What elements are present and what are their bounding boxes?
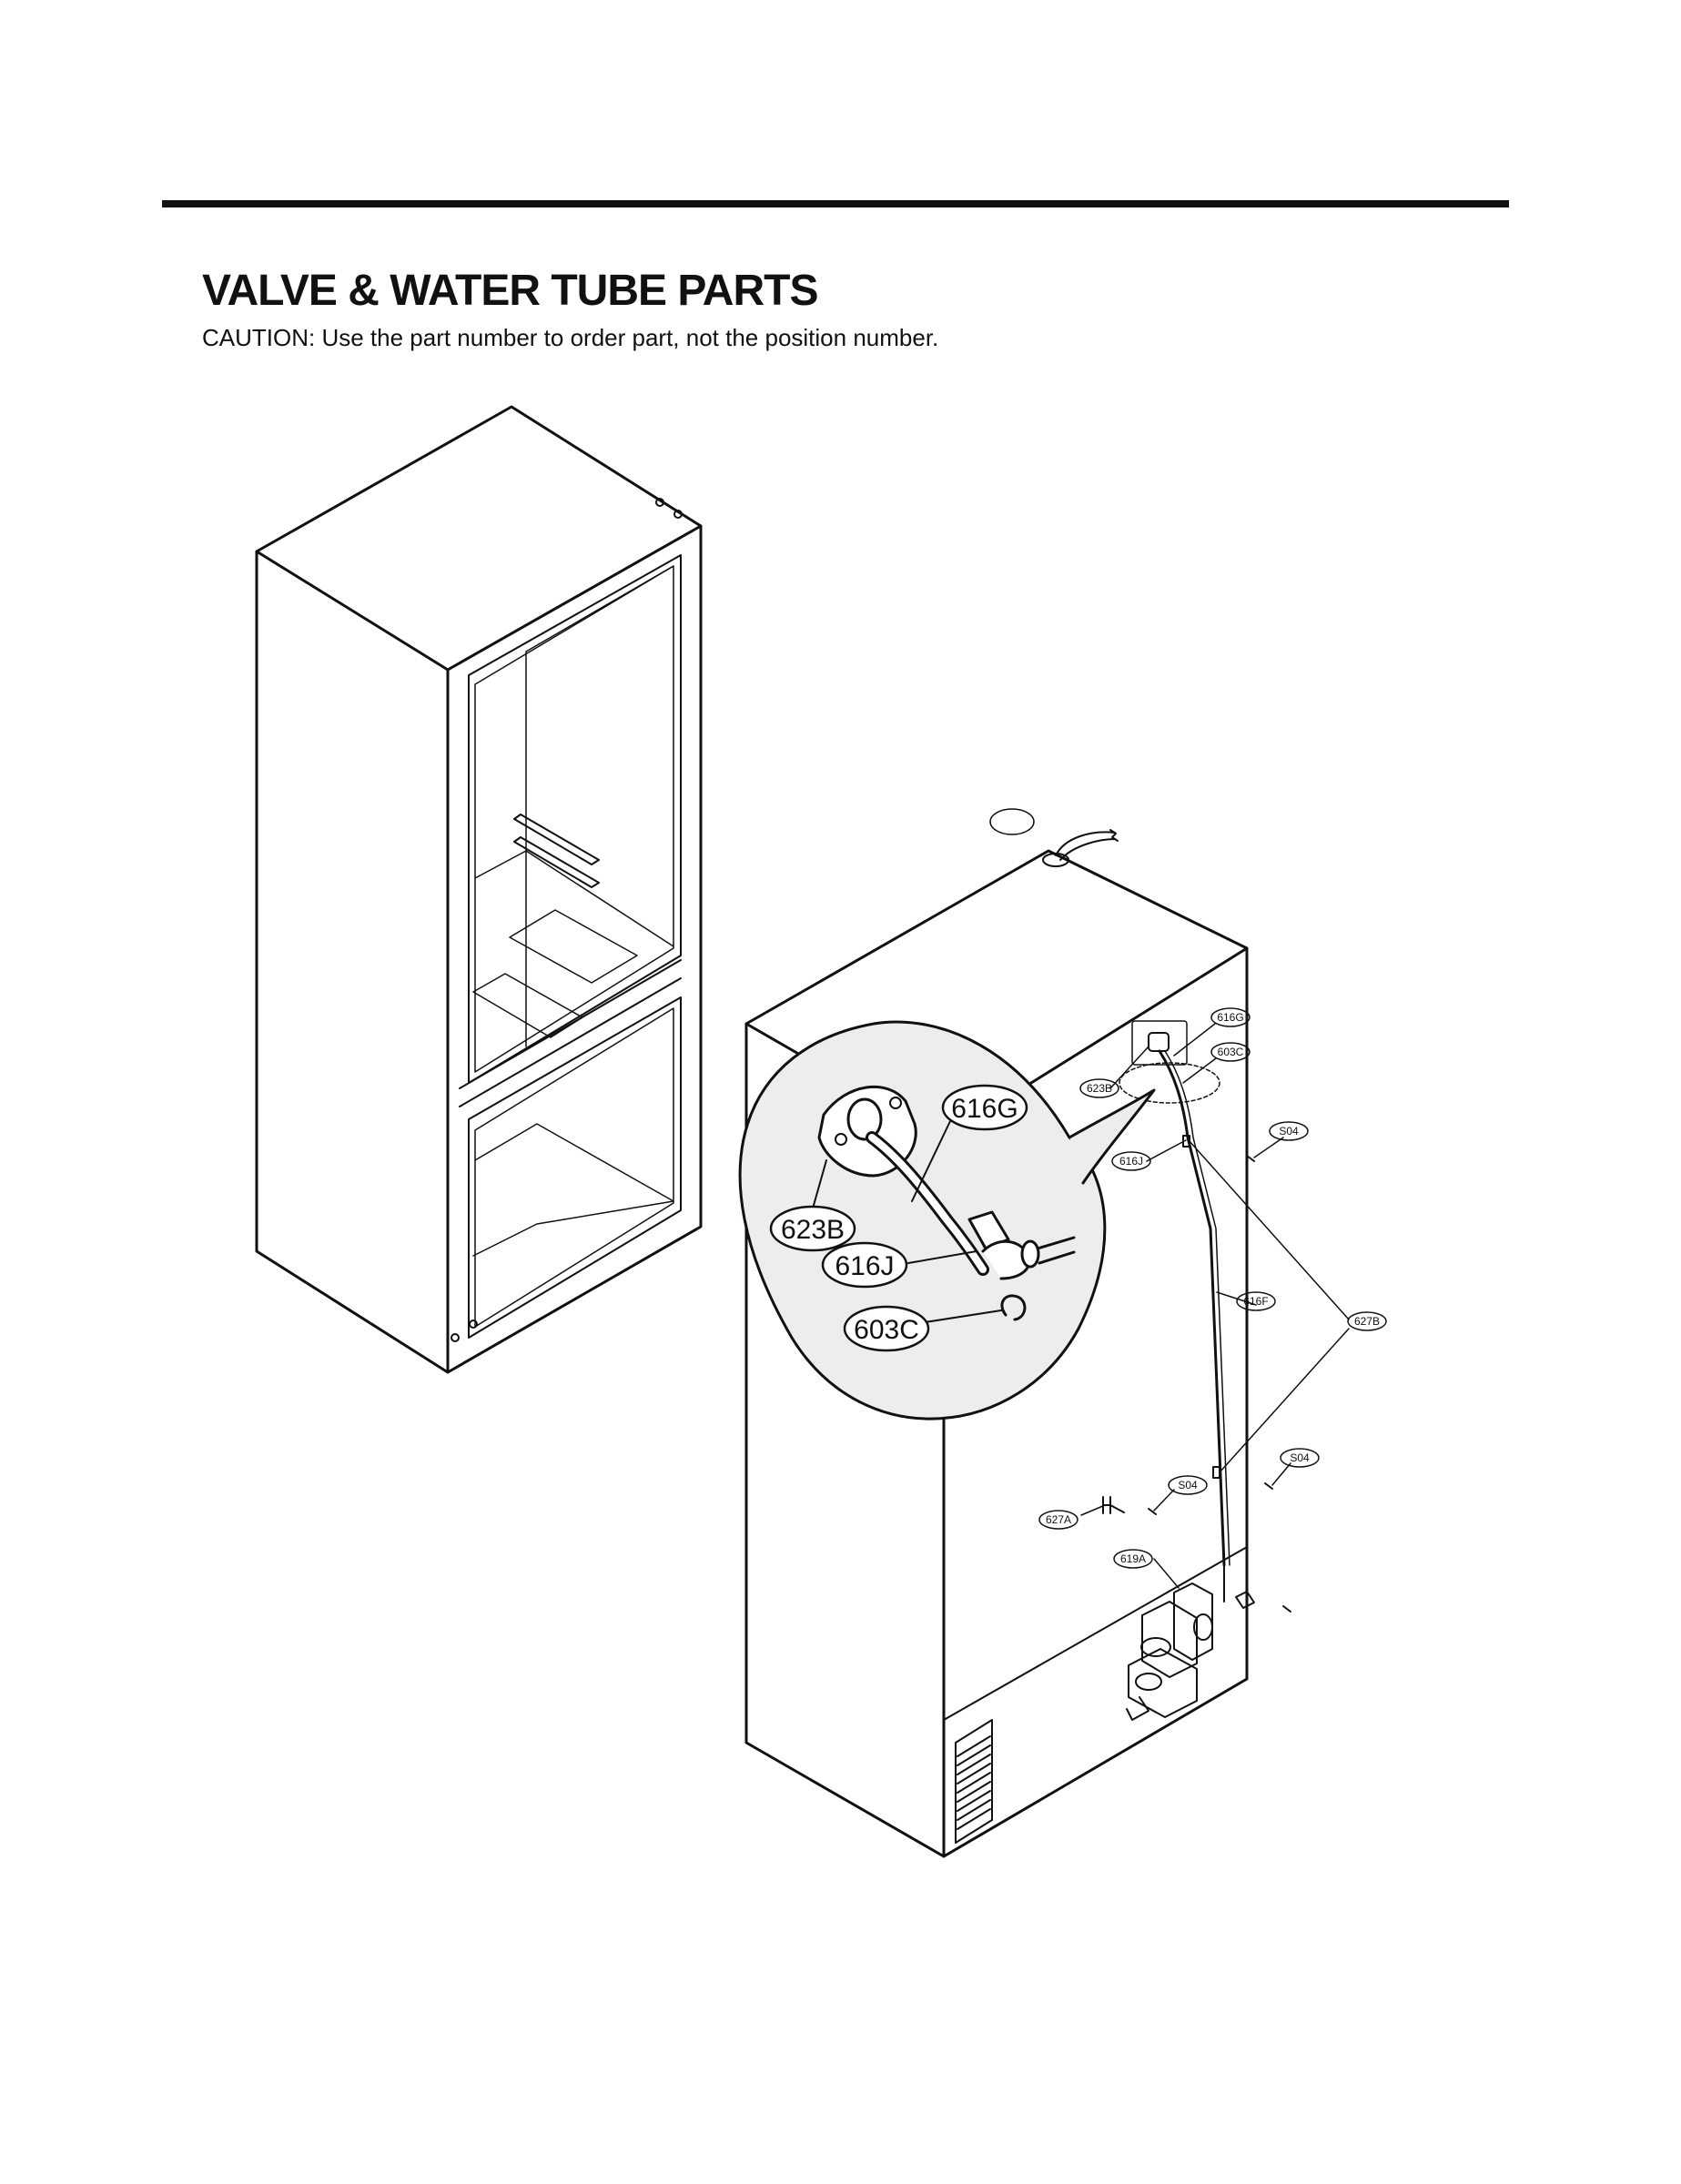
detail-bracket-hole-2 [889,1097,902,1109]
oval-619A [1113,1549,1153,1569]
detail-tube-616G [868,1134,987,1273]
valve-mount-foot [1126,1696,1149,1721]
hinge-hole-2 [673,510,683,519]
label-623B: 623B [1087,1082,1112,1095]
fresh-food-opening [468,554,682,1084]
screw-S04-mid [1148,1508,1157,1515]
detail-bracket-hole-1 [835,1133,847,1146]
bracket-623B [1148,1032,1170,1052]
label-616F: 616F [1243,1295,1268,1308]
oval-S04-mid [1168,1475,1208,1495]
label-S04-right: S04 [1290,1451,1310,1464]
screw-valve [1282,1605,1291,1613]
detail-oval-623B [769,1205,856,1252]
crisper-cover-2 [472,973,583,1038]
cabinet-front-view [255,405,703,1374]
detail-label-616J: 616J [835,1251,894,1281]
oval-S04-upper [1269,1121,1309,1141]
small-callout-labels: 616G 603C 623B 616J S04 616F 627B S04 S0… [1046,1011,1380,1565]
page-title: VALVE & WATER TUBE PARTS [202,267,818,315]
clip-627A [1102,1496,1125,1514]
tube-616F-inner [1164,1050,1230,1566]
detail-outlet-tube [1036,1236,1076,1265]
vent-grille [955,1719,993,1844]
leader-lines [1080,1023,1350,1589]
hinge-hole-3 [451,1333,460,1342]
valve-body-lower [1128,1648,1198,1718]
bracket-outline [1131,1020,1188,1066]
small-callout-ovals [1038,1007,1387,1569]
detail-connector-616J [967,1210,1010,1250]
caution-note: CAUTION: Use the part number to order pa… [202,324,939,351]
label-627A: 627A [1046,1513,1071,1526]
detail-highlight-ring [1119,1062,1220,1104]
detail-bracket-boss [846,1097,883,1141]
detail-label-616G: 616G [951,1094,1018,1124]
inlet-hose-1 [1055,831,1116,856]
label-603C: 603C [1218,1046,1244,1058]
detail-clip-603C [1000,1294,1027,1321]
oval-616J [1111,1151,1151,1171]
detail-oval-603C [843,1305,930,1352]
rear-cabinet-outline [744,849,1249,1858]
detail-bubble-pointer [1068,1088,1156,1185]
detail-label-623B: 623B [781,1215,845,1245]
cabinet-outline [255,405,703,1374]
bottom-shelf-edge [474,850,674,947]
detail-label-603C: 603C [854,1315,919,1345]
oval-603C [1210,1042,1251,1062]
oval-S04-right [1280,1448,1320,1468]
freezer-liner [474,1007,674,1328]
divider-upper [459,959,682,1089]
crisper-cover [509,909,638,984]
hinge-hole-1 [655,498,664,507]
tube-clamp-lower [1212,1466,1220,1479]
detail-oval-616G [941,1084,1028,1131]
oval-616G [1210,1007,1251,1027]
screw-S04-upper [1246,1155,1255,1162]
tube-616F [1158,1049,1226,1567]
screw-S04-right [1264,1482,1273,1490]
freezer-opening [468,996,682,1339]
label-616J: 616J [1119,1155,1143,1168]
fresh-food-liner [474,565,674,1073]
valve-bracket [1235,1591,1255,1609]
freezer-basket [472,1200,674,1257]
hinge-hole-4 [469,1320,478,1329]
valve-port-2 [1135,1673,1162,1691]
oval-623B [1079,1078,1119,1098]
valve-outlet [1193,1613,1213,1641]
oval-616F [1236,1291,1276,1311]
valve-port-1 [1140,1637,1171,1657]
inlet-hose-2 [1059,838,1116,861]
label-627B: 627B [1354,1315,1380,1328]
oval-627B [1347,1311,1387,1331]
inlet-callout-oval [989,808,1035,835]
label-S04-mid: S04 [1178,1479,1198,1491]
shelf-rail-upper [513,814,600,865]
detail-elbow-port [1020,1239,1040,1269]
liner-top-rear [525,565,674,652]
detail-oval-616J [821,1241,908,1289]
screws [1102,1155,1291,1613]
water-valve-619A [1126,1564,1255,1721]
top-rule [162,200,1509,207]
detail-bubble: 616G 623B 616J 603C [738,1020,1156,1421]
hose-break-mark [1109,829,1119,842]
machine-cover-edge [943,1546,1248,1721]
cabinet-top-front-edge [255,550,450,672]
valve-solenoid [1141,1601,1198,1678]
cabinet-top-side-edge [446,524,703,672]
label-619A: 619A [1120,1552,1146,1565]
shelf-rail-lower [513,836,600,888]
divider-lower [459,977,682,1107]
label-S04-upper: S04 [1279,1125,1299,1138]
freezer-floor [474,1123,674,1202]
label-616G: 616G [1217,1011,1243,1024]
oval-627A [1038,1510,1078,1530]
valve-body-upper [1173,1582,1213,1661]
